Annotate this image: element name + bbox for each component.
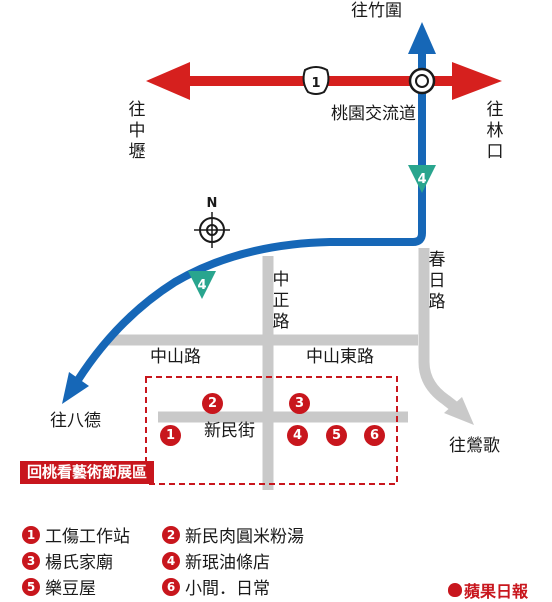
- bade-arrow: [62, 372, 89, 404]
- interchange-label: 桃園交流道: [331, 104, 416, 124]
- map-marker-4[interactable]: 4: [287, 425, 308, 446]
- map-marker-3[interactable]: 3: [289, 393, 310, 414]
- route-4: [74, 52, 426, 383]
- zhongzheng-road-label: 中正路: [272, 270, 290, 332]
- map-marker-5[interactable]: 5: [326, 425, 347, 446]
- route-4-shield-icon: 4: [188, 271, 216, 299]
- legend-item: 3 楊氏家廟: [22, 548, 113, 573]
- chunri-road-line: [418, 248, 464, 416]
- svg-text:4: 4: [417, 172, 426, 187]
- zhongshan-road-label: 中山路: [150, 347, 201, 367]
- legend-number: 5: [22, 577, 40, 596]
- legend-number: 6: [162, 577, 180, 596]
- route-4-shield-icon: 4: [408, 165, 436, 193]
- legend-number: 4: [162, 551, 180, 570]
- svg-text:N: N: [207, 196, 218, 211]
- legend-number: 1: [22, 525, 40, 544]
- exhibition-area-tag: 回桃看藝術節展區: [20, 461, 155, 484]
- legend-label: 工傷工作站: [45, 527, 130, 547]
- legend-label: 樂豆屋: [45, 579, 96, 599]
- legend-item: 2 新民肉圓米粉湯: [162, 522, 304, 547]
- linkou-arrow: [452, 62, 502, 100]
- exhibition-area-box: [145, 376, 398, 485]
- interchange-icon: [408, 67, 436, 95]
- freeway-1-shield-icon: 1: [302, 66, 330, 95]
- legend-item: 6 小間．日常: [162, 574, 270, 599]
- local-roads: [108, 248, 464, 490]
- to-zhuwei-label: 往竹圍: [351, 1, 402, 21]
- to-linkou-label: 往林口: [486, 100, 504, 162]
- zhongshan-east-road-label: 中山東路: [306, 347, 374, 367]
- to-bade-label: 往八德: [50, 411, 101, 431]
- legend-label: 新珉油條店: [185, 553, 270, 573]
- yingge-arrow: [444, 397, 474, 425]
- to-yingge-label: 往鶯歌: [449, 436, 500, 456]
- legend-item: 5 樂豆屋: [22, 574, 96, 599]
- legend-label: 楊氏家廟: [45, 553, 113, 573]
- logo-text: 蘋果日報: [464, 582, 529, 601]
- legend-number: 3: [22, 551, 40, 570]
- xinmin-street-label: 新民街: [204, 421, 255, 441]
- to-zhongli-label: 往中壢: [128, 100, 146, 162]
- legend-item: 4 新珉油條店: [162, 548, 270, 573]
- legend-number: 2: [162, 525, 180, 544]
- route-4-to-bade: [74, 52, 426, 383]
- zhongli-arrow: [146, 62, 190, 100]
- legend-label: 新民肉圓米粉湯: [185, 527, 304, 547]
- legend-item: 1 工傷工作站: [22, 522, 130, 547]
- svg-text:4: 4: [197, 278, 206, 293]
- newspaper-logo: 蘋果日報: [448, 578, 528, 602]
- legend-label: 小間．日常: [185, 579, 270, 599]
- map-marker-2[interactable]: 2: [202, 393, 223, 414]
- zhuwei-arrow: [408, 22, 436, 54]
- map-marker-1[interactable]: 1: [160, 425, 181, 446]
- map-marker-6[interactable]: 6: [364, 425, 385, 446]
- chunri-road-label: 春日路: [428, 250, 446, 312]
- svg-text:1: 1: [311, 76, 320, 91]
- apple-icon: [448, 583, 462, 597]
- compass-icon: N: [194, 196, 230, 248]
